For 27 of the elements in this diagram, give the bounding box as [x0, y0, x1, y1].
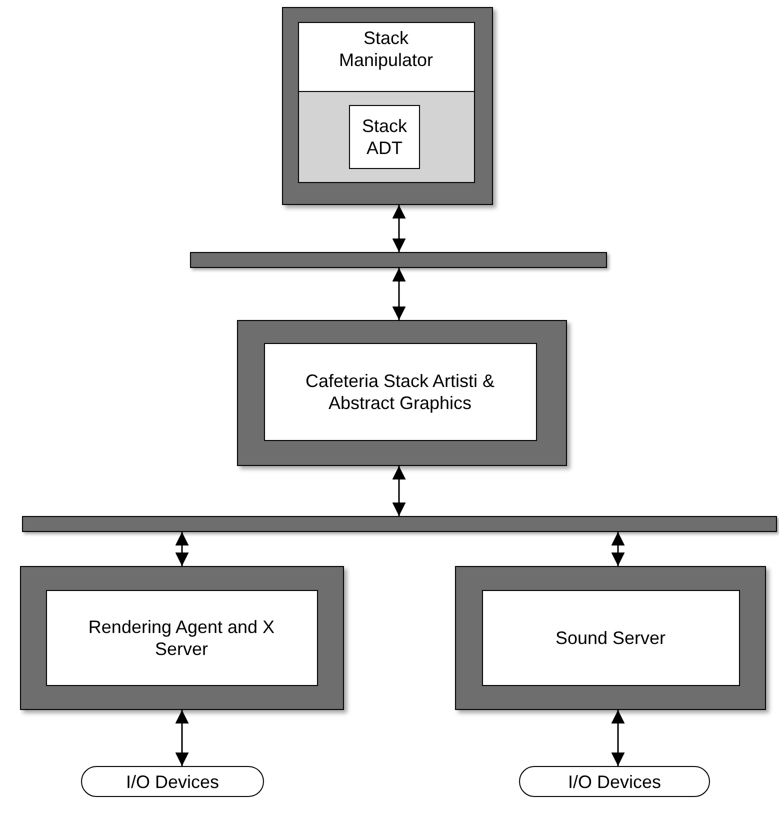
module-box — [46, 590, 318, 686]
module-box — [349, 105, 420, 169]
double-arrow — [392, 466, 406, 516]
bus-bar — [190, 252, 607, 268]
double-arrow — [392, 268, 406, 320]
module-label: Stack ADT — [360, 115, 408, 159]
double-arrow — [175, 532, 189, 566]
bus-bar — [22, 516, 777, 532]
double-arrow — [611, 710, 625, 766]
device-label: I/O Devices — [568, 770, 662, 792]
module-label: Cafeteria Stack Artisti & Abstract Graphics — [304, 370, 496, 414]
module-label: Stack Manipulator — [338, 26, 434, 70]
module-label: Sound Server — [555, 626, 666, 648]
device-box — [81, 766, 264, 797]
frame-box — [282, 7, 493, 205]
module-box — [482, 590, 740, 686]
double-arrow — [392, 205, 406, 252]
module-label: Rendering Agent and X Server — [87, 616, 276, 660]
device-box — [519, 766, 710, 797]
module-box — [298, 22, 474, 182]
double-arrow — [611, 532, 625, 566]
double-arrow — [175, 710, 189, 766]
frame-box — [20, 566, 344, 710]
module-box — [264, 342, 536, 440]
device-label: I/O Devices — [126, 770, 220, 792]
frame-box — [455, 566, 766, 710]
frame-box — [237, 320, 567, 466]
